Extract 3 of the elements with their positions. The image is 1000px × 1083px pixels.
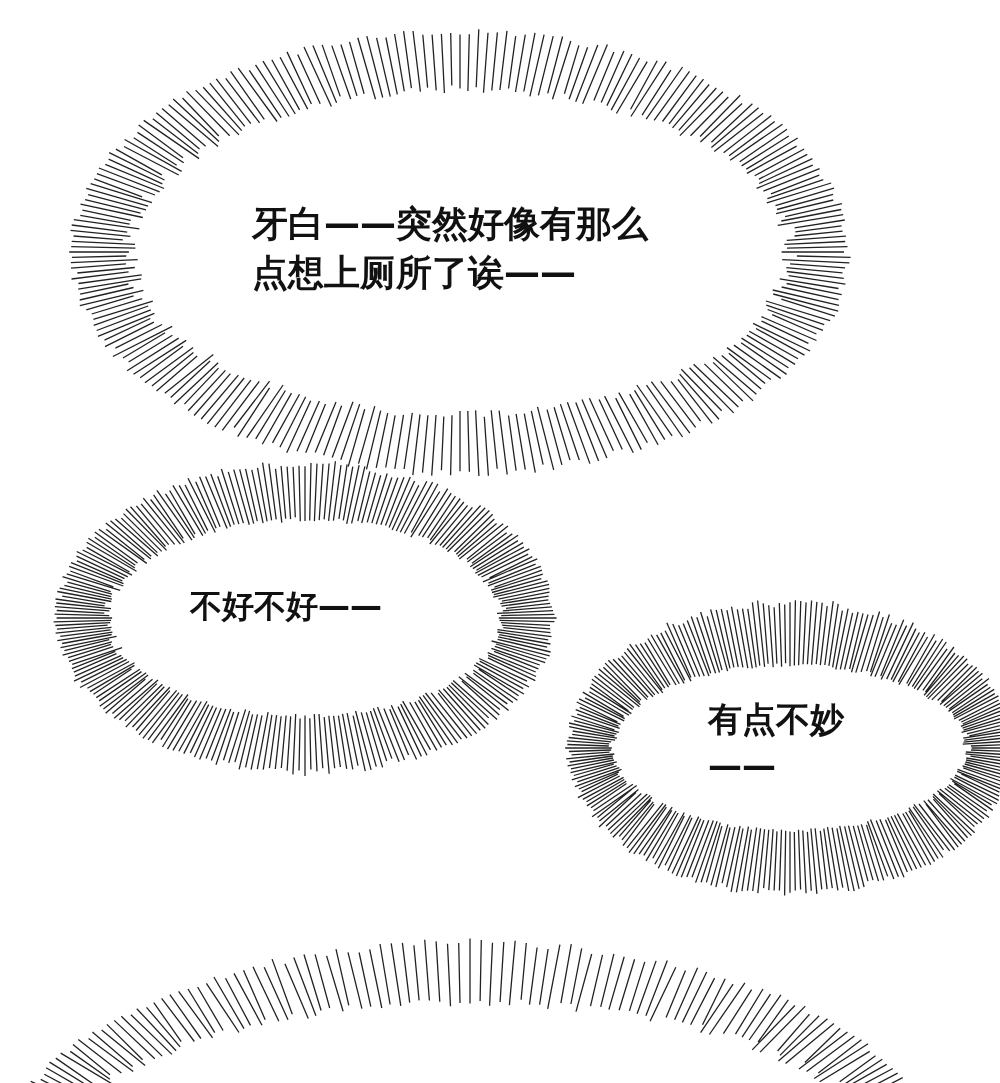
speech-text: 有点不妙—— <box>708 698 846 787</box>
speech-text: 牙白——突然好像有那么点想上厕所了诶—— <box>252 202 650 295</box>
speech-text: 不好不好—— <box>190 586 383 627</box>
